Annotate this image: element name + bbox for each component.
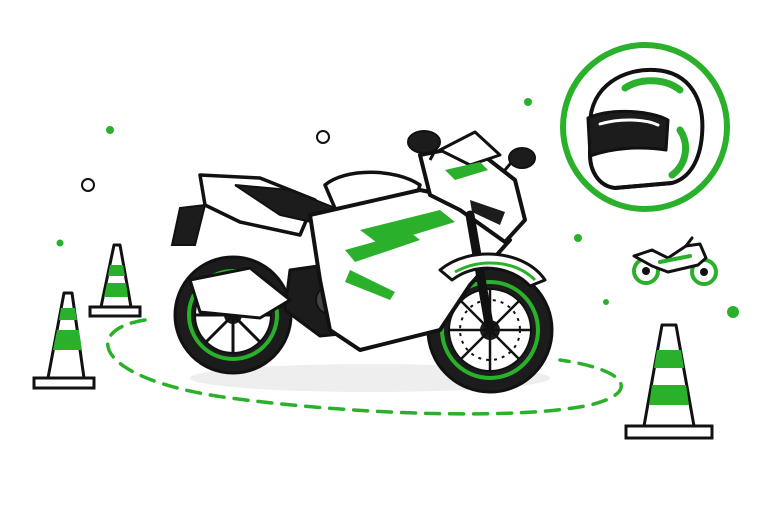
cowl-stripe: [445, 162, 488, 180]
small-motorcycle-icon: [632, 236, 718, 286]
headlight: [470, 200, 505, 225]
traffic-cone-icon: [32, 291, 96, 390]
mirror-icon: [503, 147, 536, 171]
fairing-stripe: [345, 232, 420, 262]
fairing-stripe: [345, 270, 395, 300]
fairing-stripe: [360, 210, 455, 245]
dot-ring: [316, 130, 330, 144]
front-fender: [438, 252, 547, 288]
dot-green: [727, 306, 739, 318]
mirror-icon: [407, 130, 441, 161]
decorative-dots: [56, 98, 739, 318]
dot-green: [56, 239, 64, 247]
traffic-cone-icon: [624, 323, 714, 440]
dot-green: [106, 126, 114, 134]
dot-ring: [81, 178, 95, 192]
motorcycle-illustration: [170, 130, 554, 394]
dot-green: [574, 234, 582, 242]
dot-green: [603, 299, 609, 305]
dashed-track: [106, 318, 623, 416]
front-fork: [465, 210, 495, 335]
helmet-badge: [560, 42, 730, 212]
helmet-icon: [586, 67, 705, 190]
windscreen: [438, 130, 502, 167]
dot-green: [524, 98, 532, 106]
exhaust-pipe: [188, 266, 292, 320]
traffic-cone-icon: [88, 243, 142, 318]
license-plate-holder: [170, 203, 207, 246]
